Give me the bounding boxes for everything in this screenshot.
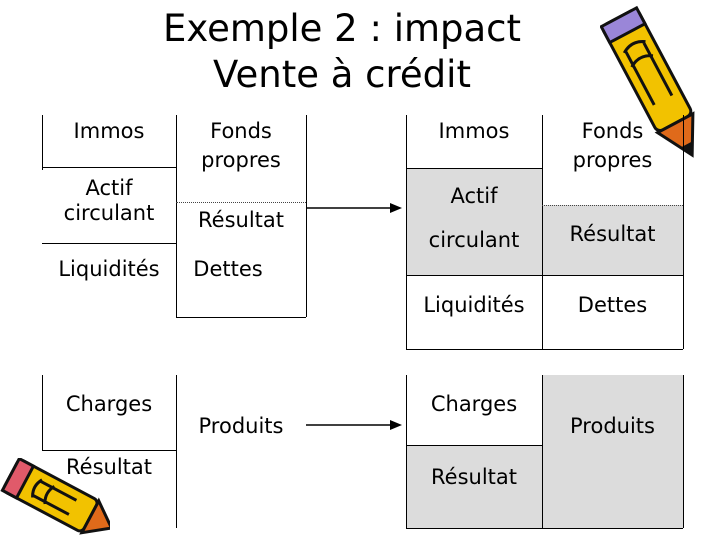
bilan-apres-liquidites: Liquidités <box>423 293 525 317</box>
bilan-apres-right-edge <box>683 115 684 349</box>
bilan-avant-resultat: Résultat <box>198 208 284 232</box>
bilan-apres-highlight-actif <box>406 168 542 276</box>
bilan-avant-fonds-label: Fonds <box>210 119 272 143</box>
bilan-avant-dotted-divider <box>176 202 306 203</box>
cr-apres-highlight-produits <box>542 375 683 528</box>
bilan-avant-left-edge <box>42 115 43 170</box>
arrow-right-icon <box>306 420 402 430</box>
cr-avant-resultat: Résultat <box>66 455 152 479</box>
bilan-avant-actif-circulant: Actif circulant <box>42 174 176 228</box>
bilan-apres-divider <box>406 275 683 276</box>
bilan-apres-dotted-divider <box>542 205 683 206</box>
cr-apres-right-edge <box>683 375 684 528</box>
cr-avant-center-line <box>176 375 177 528</box>
cr-avant-produits: Produits <box>198 414 284 438</box>
bilan-avant-fonds-propres: Fonds propres <box>176 117 306 175</box>
cr-apres-resultat: Résultat <box>431 465 517 489</box>
bilan-apres-dettes: Dettes <box>577 293 648 317</box>
cr-apres-left-edge <box>406 375 407 528</box>
bilan-avant-actif-label: Actif <box>85 176 133 200</box>
cr-apres-center-line <box>542 375 543 528</box>
bilan-apres-divider <box>406 168 542 169</box>
bilan-avant-divider <box>42 167 176 168</box>
bilan-apres-center-line <box>542 115 543 349</box>
cr-apres-charges: Charges <box>430 392 518 416</box>
bilan-apres-circulant: circulant <box>428 228 520 252</box>
bilan-apres-fonds-propres: Fonds propres <box>542 117 683 175</box>
bilan-apres-left-edge <box>406 115 407 349</box>
cr-avant-charges: Charges <box>65 392 153 416</box>
cr-apres-bottom <box>406 528 683 529</box>
bilan-avant-immos: Immos <box>73 119 145 143</box>
slide-title: Exemple 2 : impact Vente à crédit <box>0 6 684 98</box>
title-line-2: Vente à crédit <box>213 53 471 96</box>
bilan-apres-propres-label: propres <box>572 148 653 172</box>
bilan-avant-dettes: Dettes <box>193 257 263 281</box>
bilan-apres-fonds-label: Fonds <box>581 119 644 143</box>
cr-avant-left-edge <box>42 375 43 450</box>
bilan-avant-divider <box>42 243 176 244</box>
bilan-avant-right-edge <box>306 115 307 317</box>
bilan-apres-highlight-resultat <box>542 205 683 276</box>
bilan-apres-bottom <box>406 349 683 350</box>
pencil-icon <box>600 5 695 158</box>
cr-avant-divider <box>42 450 176 451</box>
bilan-avant-circulant-label: circulant <box>63 201 155 225</box>
bilan-apres-immos: Immos <box>438 119 510 143</box>
pencil-icon <box>0 458 110 535</box>
arrow-right-icon <box>306 203 402 213</box>
cr-apres-highlight-resultat <box>406 445 542 528</box>
bilan-avant-propres-label: propres <box>201 148 281 172</box>
cr-apres-divider <box>406 445 542 446</box>
title-line-1: Exemple 2 : impact <box>162 7 522 50</box>
cr-apres-produits: Produits <box>570 414 655 438</box>
bilan-avant-liquidites: Liquidités <box>58 257 160 281</box>
bilan-avant-center-line <box>176 115 177 317</box>
bilan-avant-bottom <box>176 317 306 318</box>
bilan-apres-actif: Actif <box>450 184 498 208</box>
bilan-apres-resultat: Résultat <box>569 222 656 246</box>
